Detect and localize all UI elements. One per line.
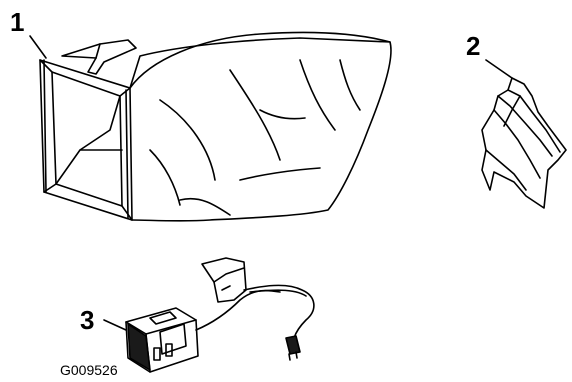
leader-line-3 <box>103 319 127 331</box>
callout-2: 2 <box>466 31 481 61</box>
grass-bag-icon <box>29 31 392 222</box>
callout-1: 1 <box>10 7 25 37</box>
leader-line-1 <box>29 35 47 59</box>
callout-3: 3 <box>80 305 95 335</box>
figure-code: G009526 <box>60 362 118 378</box>
battery-charger-icon <box>103 257 315 373</box>
leader-line-2 <box>485 59 513 79</box>
mulch-plug-icon <box>481 59 567 209</box>
